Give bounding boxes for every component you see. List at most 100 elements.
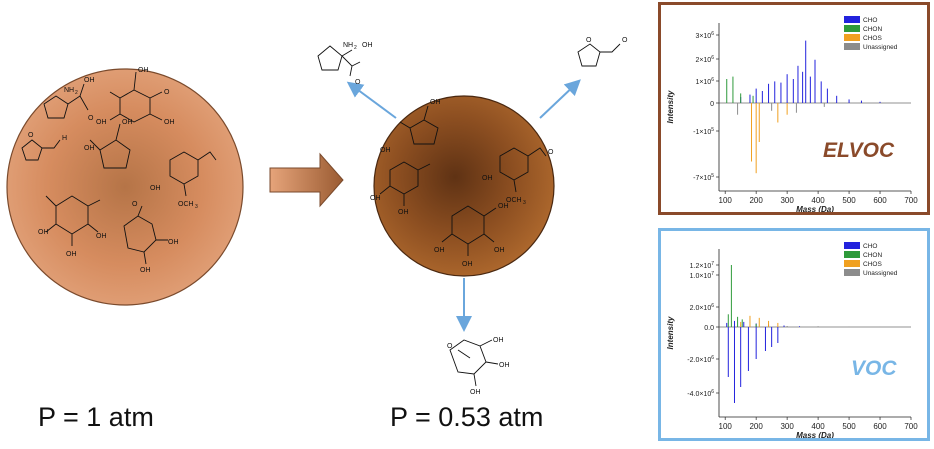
svg-text:OH: OH <box>122 119 133 126</box>
svg-text:OH: OH <box>66 251 77 258</box>
legend-swatch <box>844 251 860 258</box>
levoglucosan-molecule: O OH OH OH <box>447 337 510 396</box>
svg-text:OH: OH <box>499 362 510 369</box>
legend-swatch <box>844 242 860 249</box>
x-axis-label: Mass (Da) <box>796 431 834 438</box>
emission-arrow-upper-right <box>539 79 581 119</box>
svg-text:OH: OH <box>362 42 373 49</box>
y-tick-label: 1.2×107 <box>690 261 715 270</box>
legend-label: Unassigned <box>863 270 898 277</box>
y-tick-label: 2.0×106 <box>690 303 715 312</box>
svg-text:2: 2 <box>75 90 78 96</box>
svg-text:O: O <box>548 149 554 156</box>
svg-text:OH: OH <box>380 147 391 154</box>
chart-title: VOC <box>851 357 897 380</box>
svg-text:OH: OH <box>138 67 149 74</box>
x-tick-label: 100 <box>719 422 733 431</box>
svg-text:H: H <box>62 135 67 142</box>
y-tick-label: 1×106 <box>695 77 714 86</box>
droplet-1atm-molecules: NH 2 OH O OH O OH OH O H OH OH OH OCH 3 … <box>21 67 217 274</box>
svg-text:O: O <box>622 37 628 44</box>
svg-text:OH: OH <box>494 247 505 254</box>
y-tick-label: 2×106 <box>695 55 714 64</box>
chart-title: ELVOC <box>823 139 895 162</box>
legend-swatch <box>844 260 860 267</box>
y-axis-label: Intensity <box>666 90 675 123</box>
x-tick-label: 500 <box>842 196 856 205</box>
svg-text:O: O <box>88 115 94 122</box>
y-tick-label: -1×105 <box>693 127 714 136</box>
x-tick-label: 700 <box>904 422 918 431</box>
furfural-molecule: O O <box>577 37 628 67</box>
y-tick-label: 3×106 <box>695 31 714 40</box>
legend-label: CHON <box>863 26 882 33</box>
droplet-053atm-molecules: OH OH OH OH O OH OCH 3 OH OH OH OH <box>370 99 554 268</box>
svg-text:OH: OH <box>470 389 481 396</box>
svg-text:OCH: OCH <box>506 197 522 204</box>
x-tick-label: 600 <box>873 422 887 431</box>
svg-text:OH: OH <box>493 337 504 344</box>
x-tick-label: 600 <box>873 196 887 205</box>
process-arrow <box>269 152 344 208</box>
cycloleucine-molecule: NH 2 OH O <box>317 42 373 86</box>
aerosol-droplet-053atm <box>373 95 555 277</box>
y-tick-label: -7×105 <box>693 173 714 182</box>
svg-text:O: O <box>28 132 34 139</box>
x-tick-label: 300 <box>780 196 794 205</box>
svg-text:OH: OH <box>482 175 493 182</box>
svg-text:OH: OH <box>168 239 179 246</box>
legend-swatch <box>844 34 860 41</box>
legend-swatch <box>844 16 860 23</box>
aerosol-droplet-1atm <box>6 68 244 306</box>
pressure-label-left: P = 1 atm <box>38 402 154 432</box>
x-tick-label: 200 <box>749 196 763 205</box>
y-tick-label: 1.0×107 <box>690 271 715 280</box>
legend-label: CHOS <box>863 35 882 42</box>
svg-text:OH: OH <box>84 145 95 152</box>
y-tick-label: 0.0 <box>704 325 714 332</box>
svg-text:O: O <box>355 79 361 86</box>
legend-label: CHO <box>863 17 877 24</box>
pressure-label-right: P = 0.53 atm <box>390 402 544 432</box>
svg-text:3: 3 <box>523 200 526 206</box>
svg-text:NH: NH <box>64 87 74 94</box>
svg-text:OH: OH <box>84 77 95 84</box>
legend-label: CHON <box>863 252 882 259</box>
chem-label: NH <box>343 42 353 49</box>
svg-text:O: O <box>586 37 592 44</box>
x-tick-label: 100 <box>719 196 733 205</box>
svg-text:OH: OH <box>498 203 509 210</box>
svg-text:OH: OH <box>140 267 151 274</box>
y-tick-label: -4.0×106 <box>687 389 714 398</box>
x-axis-label: Mass (Da) <box>796 205 834 212</box>
x-tick-label: 400 <box>811 196 825 205</box>
x-tick-label: 400 <box>811 422 825 431</box>
x-tick-label: 200 <box>749 422 763 431</box>
svg-text:O: O <box>447 343 453 350</box>
svg-text:OH: OH <box>96 233 107 240</box>
svg-text:O: O <box>132 201 138 208</box>
svg-text:OH: OH <box>430 99 441 106</box>
legend-swatch <box>844 269 860 276</box>
svg-text:OCH: OCH <box>178 201 194 208</box>
legend-label: CHO <box>863 243 877 250</box>
legend-label: CHOS <box>863 261 882 268</box>
svg-text:OH: OH <box>150 185 161 192</box>
svg-text:OH: OH <box>398 209 409 216</box>
svg-text:OH: OH <box>370 195 381 202</box>
legend-swatch <box>844 25 860 32</box>
svg-text:OH: OH <box>462 261 473 268</box>
svg-text:OH: OH <box>38 229 49 236</box>
x-tick-label: 300 <box>780 422 794 431</box>
legend-swatch <box>844 43 860 50</box>
y-tick-label: 0 <box>710 101 714 108</box>
svg-text:3: 3 <box>195 204 198 210</box>
legend-label: Unassigned <box>863 44 898 51</box>
emission-arrow-upper-left <box>346 81 397 119</box>
svg-text:OH: OH <box>96 119 107 126</box>
